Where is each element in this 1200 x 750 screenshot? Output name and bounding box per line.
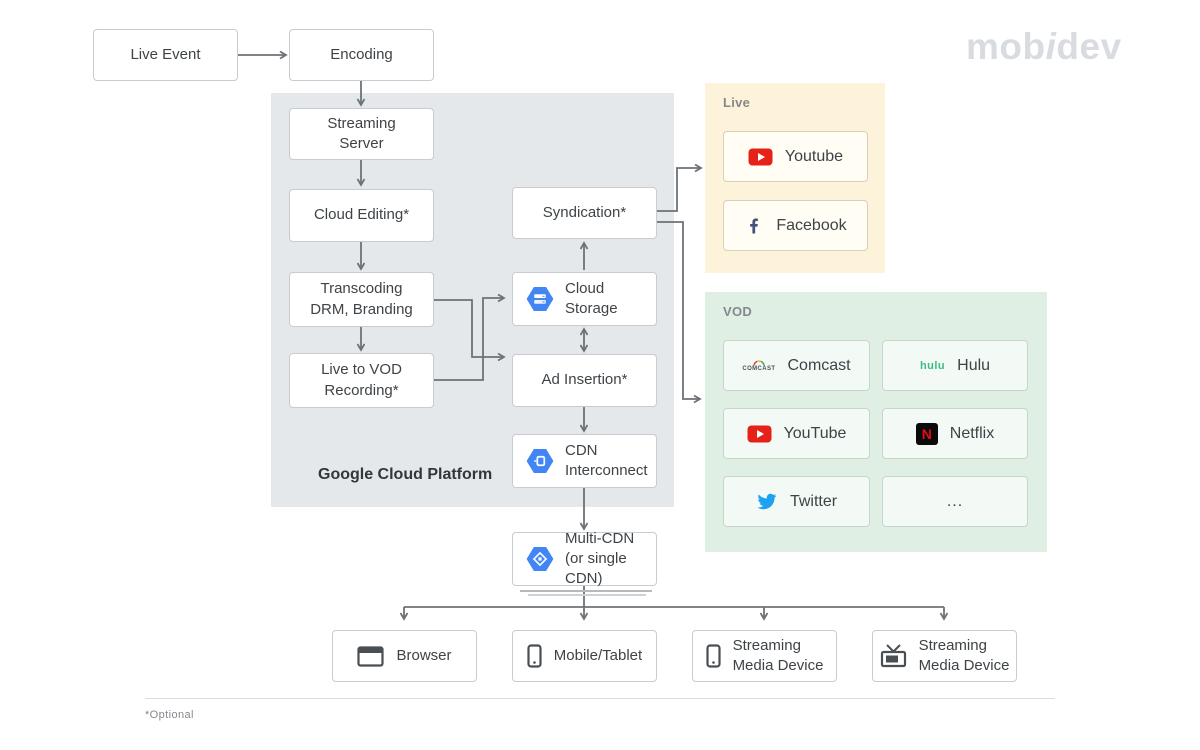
node-label: Cloud Storage: [565, 279, 618, 317]
node-label: Cloud Editing*: [313, 206, 410, 224]
device-label: Streaming Media Device: [918, 636, 1010, 674]
facebook-icon: [744, 216, 764, 236]
device-browser: Browser: [332, 630, 477, 682]
twitter-icon: [756, 492, 778, 511]
multi-cdn-icon: [525, 546, 555, 572]
node-label: Live Event: [130, 45, 201, 63]
logo-part-italic: i: [1045, 26, 1057, 67]
node-transcoding: Transcoding DRM, Branding: [289, 272, 434, 327]
live-item-label: Youtube: [784, 147, 844, 165]
device-label: Streaming Media Device: [732, 636, 824, 674]
vod-item-label: Twitter: [789, 492, 838, 510]
mobile-icon: [527, 644, 542, 668]
node-label: CDN Interconnect: [565, 441, 648, 479]
node-label: Encoding: [330, 45, 393, 63]
footnote-optional: *Optional: [145, 709, 194, 721]
node-label: Streaming Server: [327, 114, 396, 152]
youtube-icon: [747, 425, 772, 443]
device-label: Browser: [396, 646, 452, 664]
device-streaming-media-mobile: Streaming Media Device: [692, 630, 837, 682]
cloud-storage-icon: [525, 286, 555, 312]
node-streaming-server: Streaming Server: [289, 108, 434, 160]
comcast-logo: COMCAST: [742, 359, 776, 372]
vod-item-label: ...: [946, 492, 964, 510]
vod-item-label: Hulu: [957, 356, 991, 374]
node-cdn-interconnect: CDN Interconnect: [512, 434, 657, 488]
netflix-icon: N: [915, 422, 938, 445]
vod-item-netflix: N Netflix: [882, 408, 1028, 459]
node-cloud-storage: Cloud Storage: [512, 272, 657, 326]
live-item-facebook: Facebook: [723, 200, 868, 251]
vod-item-more: ...: [882, 476, 1028, 527]
cdn-interconnect-icon: [525, 448, 555, 474]
device-mobile-tablet: Mobile/Tablet: [512, 630, 657, 682]
vod-item-label: Netflix: [949, 424, 995, 442]
mobile-icon: [705, 644, 721, 668]
node-label: Multi-CDN (or single CDN): [565, 529, 635, 588]
node-cloud-editing: Cloud Editing*: [289, 189, 434, 242]
tv-icon: [880, 644, 907, 668]
comcast-wordmark: COMCAST: [742, 365, 776, 372]
node-label: Ad Insertion*: [541, 371, 628, 389]
node-label: Live to VOD Recording*: [321, 361, 402, 399]
node-ad-insertion: Ad Insertion*: [512, 354, 657, 407]
node-live-to-vod: Live to VOD Recording*: [289, 353, 434, 408]
live-panel-title: Live: [723, 95, 751, 110]
logo-part: mob: [966, 26, 1046, 67]
live-item-youtube: Youtube: [723, 131, 868, 182]
node-label: Transcoding DRM, Branding: [310, 280, 413, 318]
node-live-event: Live Event: [93, 29, 238, 81]
node-encoding: Encoding: [289, 29, 434, 81]
youtube-icon: [748, 148, 773, 166]
device-streaming-media-tv: Streaming Media Device: [872, 630, 1017, 682]
node-syndication: Syndication*: [512, 187, 657, 239]
mobidev-logo: mobidev: [966, 26, 1122, 68]
vod-panel-title: VOD: [723, 304, 753, 319]
node-multi-cdn: Multi-CDN (or single CDN): [512, 530, 657, 587]
logo-part: dev: [1056, 26, 1122, 67]
vod-item-hulu: hulu Hulu: [882, 340, 1028, 391]
browser-icon: [357, 645, 385, 667]
vod-item-comcast: COMCAST Comcast: [723, 340, 870, 391]
node-label: Syndication*: [542, 203, 627, 221]
live-item-label: Facebook: [776, 216, 847, 234]
hulu-logo: hulu: [919, 359, 946, 372]
vod-item-youtube: YouTube: [723, 408, 870, 459]
gcp-platform-label: Google Cloud Platform: [318, 466, 493, 483]
footer-divider: [145, 698, 1055, 699]
vod-item-label: YouTube: [783, 424, 847, 442]
vod-item-label: Comcast: [787, 356, 851, 374]
vod-item-twitter: Twitter: [723, 476, 870, 527]
device-label: Mobile/Tablet: [553, 646, 643, 664]
